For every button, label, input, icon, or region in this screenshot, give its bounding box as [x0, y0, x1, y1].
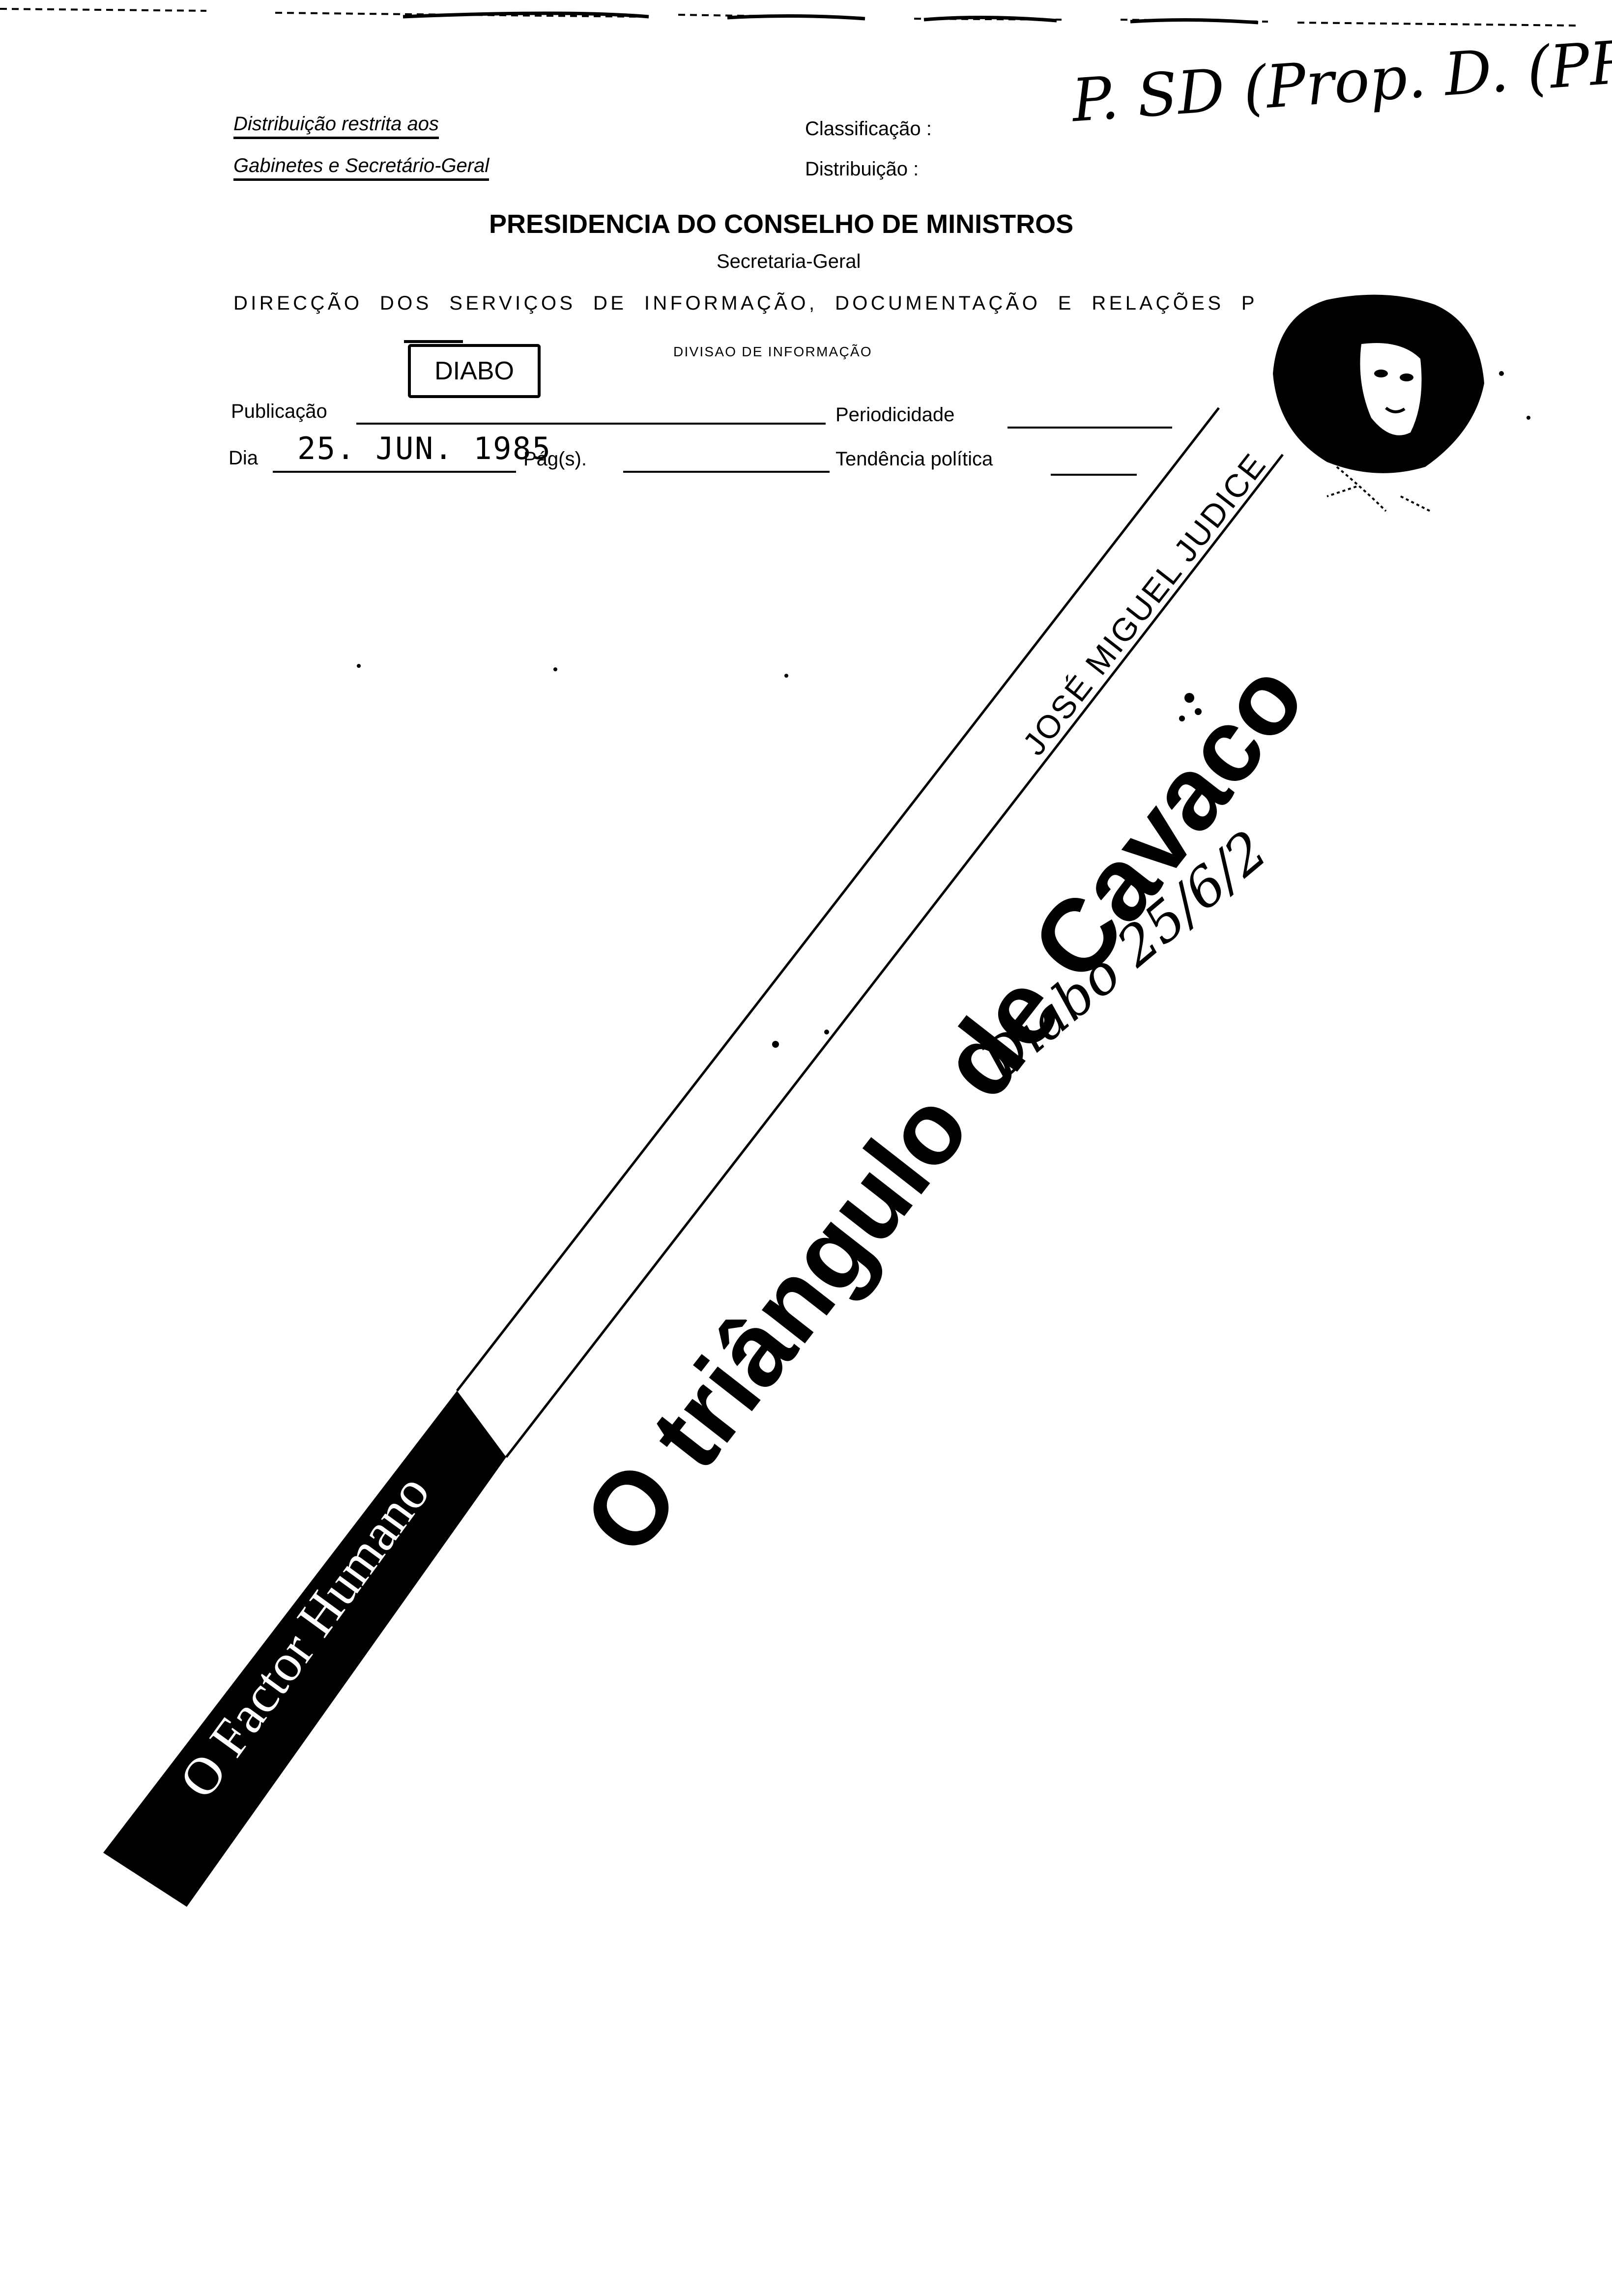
publication-stamp: DIABO — [404, 340, 541, 398]
publication-field-line — [356, 423, 826, 425]
tendency-label: Tendência política — [835, 448, 993, 470]
ministry-title: PRESIDENCIA DO CONSELHO DE MINISTROS — [489, 209, 1074, 239]
classification-label: Classificação : — [805, 118, 932, 140]
tendency-field-line — [1051, 474, 1137, 476]
author-portrait-icon — [1273, 294, 1484, 512]
pages-label: Pág(s). — [523, 448, 587, 470]
distribution-label: Distribuição : — [805, 158, 919, 180]
secretariat-title: Secretaria-Geral — [717, 251, 861, 272]
directorate-title: DIRECÇÃO DOS SERVIÇOS DE INFORMAÇÃO, DOC… — [233, 292, 1258, 314]
division-title: DIVISAO DE INFORMAÇÃO — [673, 344, 872, 359]
day-label: Dia — [229, 447, 259, 469]
pages-field-line — [623, 471, 830, 473]
diagonal-rule-lower — [505, 454, 1284, 1458]
periodicity-label: Periodicidade — [835, 404, 955, 426]
distribution-note-line2: Gabinetes e Secretário-Geral — [233, 155, 489, 181]
day-field-line — [273, 471, 516, 473]
periodicity-field-line — [1008, 427, 1172, 429]
column-name-band — [103, 1391, 506, 1907]
date-stamp: 25. JUN. 1985 — [297, 430, 552, 466]
distribution-note-line1: Distribuição restrita aos — [233, 113, 439, 139]
scan-edge-noise — [0, 8, 1578, 27]
publication-label: Publicação — [231, 401, 327, 422]
diagonal-rule-upper — [456, 407, 1220, 1392]
